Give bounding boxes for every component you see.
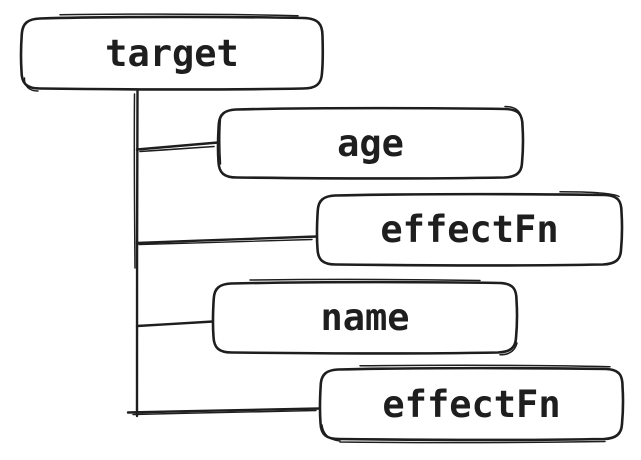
node-name-label: name: [320, 296, 410, 339]
connector-branch-effectfn-2-second-stroke: [132, 409, 317, 416]
node-effectfn-1-label: effectFn: [380, 208, 559, 251]
node-box-age: [216, 106, 525, 180]
connector-branch-effectfn-1-second-stroke: [138, 238, 313, 246]
node-box-effectfn-1: [315, 192, 624, 267]
node-box-target: [19, 15, 325, 91]
node-box-effectfn-2-second-stroke: [321, 364, 611, 444]
node-effectfn-2-label: effectFn: [382, 382, 561, 426]
connector-branch-age-second-stroke: [139, 145, 215, 153]
connector-branch-age: [135, 141, 220, 151]
node-target-label: target: [105, 31, 239, 75]
node-box-effectfn-1-second-stroke: [559, 191, 620, 198]
node-box-name: [211, 280, 519, 355]
node-box-name-second-stroke: [249, 278, 518, 356]
connector-trunk-second-stroke: [133, 93, 136, 269]
node-box-target-second-stroke: [23, 13, 299, 92]
node-age-label: age: [337, 121, 404, 165]
connector-branch-name: [135, 320, 215, 328]
connector-branch-effectfn-1: [135, 235, 319, 245]
node-box-effectfn-2: [318, 366, 625, 442]
connector-trunk: [135, 89, 139, 418]
connector-branch-effectfn-2: [126, 407, 322, 414]
node-box-age-second-stroke: [219, 105, 523, 165]
